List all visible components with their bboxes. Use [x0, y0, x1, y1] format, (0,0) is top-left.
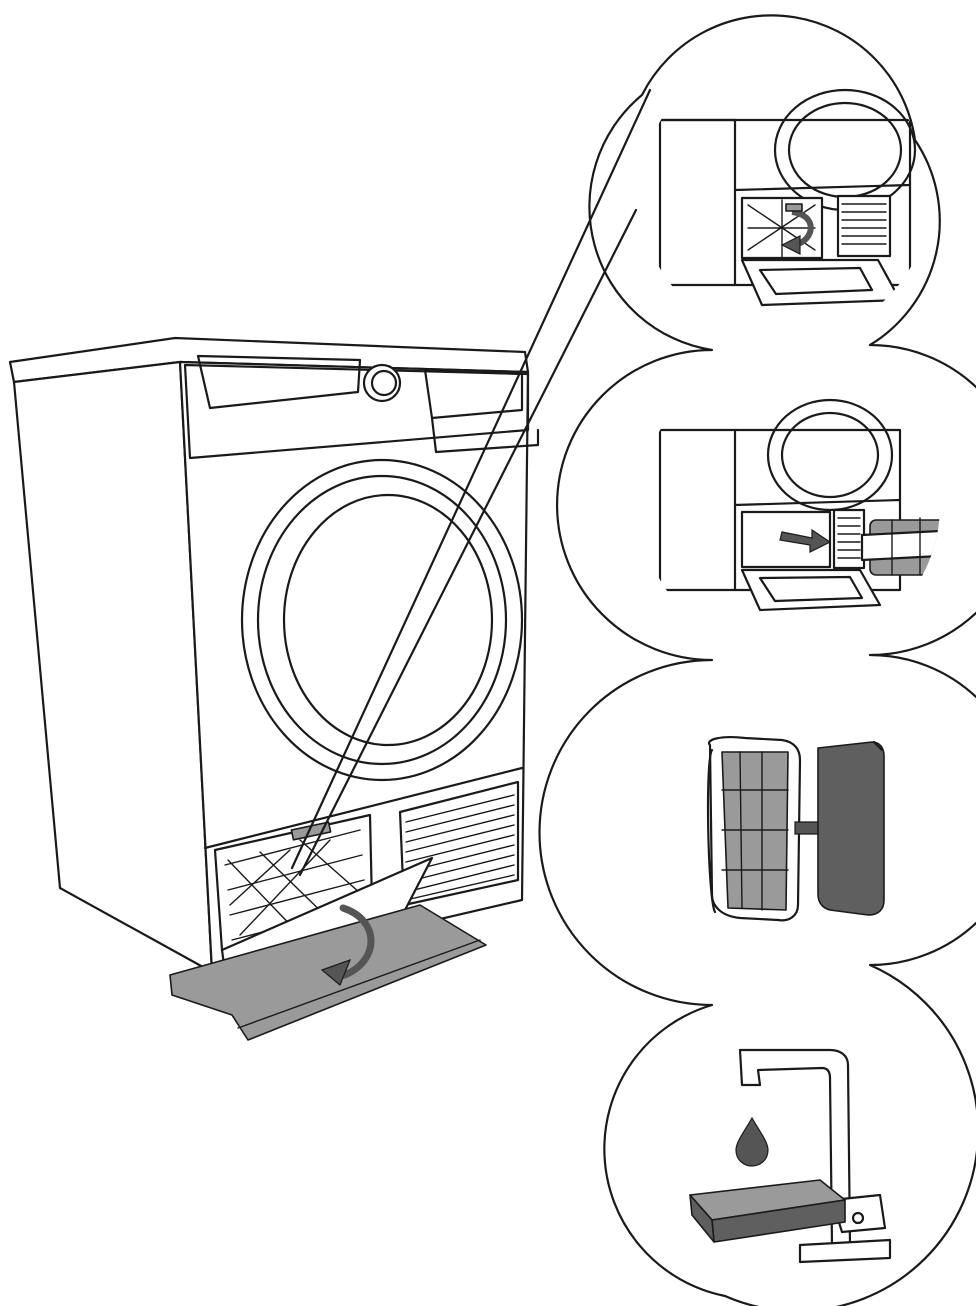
- display-window: [196, 354, 362, 410]
- step-1-open-filter-cover: [658, 88, 917, 307]
- callout-line: [298, 208, 638, 877]
- dryer-side-panel: [12, 360, 214, 974]
- dryer-door: [240, 458, 524, 782]
- step-2-remove-filter: [658, 398, 940, 612]
- steps-outline: [538, 14, 976, 1306]
- water-drop-icon: [735, 1116, 769, 1167]
- control-panel: [183, 363, 530, 460]
- rotate-arrow-icon: [339, 904, 375, 979]
- filter-under-tap-icon: [689, 1179, 846, 1243]
- filter-lock-lever: [290, 821, 332, 841]
- filter-block-icon: [860, 515, 940, 576]
- tumble-dryer: [8, 336, 540, 1041]
- step-4-rinse-under-tap: [689, 1048, 892, 1264]
- step-3-separate-filter: [706, 736, 885, 922]
- water-container-drawer: [423, 368, 524, 420]
